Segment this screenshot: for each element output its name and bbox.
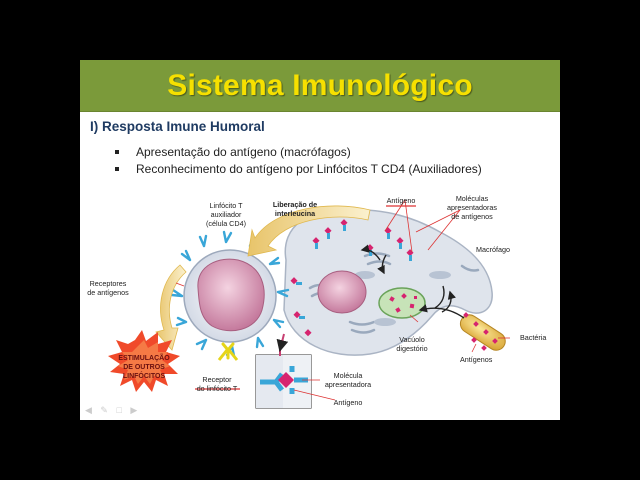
label-antigen-bottom: Antígeno — [334, 398, 363, 407]
stimulation-text: LINFÓCITOS — [123, 371, 166, 380]
leader-lines — [175, 199, 510, 401]
macrophage-nucleus — [317, 270, 367, 314]
lymphocyte-nucleus — [197, 258, 265, 332]
label-bacteria: Bactéria — [520, 333, 546, 342]
label-interleukin: interleucina — [275, 209, 316, 218]
label-t-receptor: do linfócito T — [197, 384, 238, 393]
label-molecules: apresentadoras — [447, 203, 497, 212]
label-vacuole: Vacúolo — [399, 335, 424, 344]
label-antigen-top: Antígeno — [387, 196, 416, 205]
bullet-marker — [115, 167, 119, 171]
label-t-receptor: Receptor — [202, 375, 232, 384]
stimulation-text: DE OUTROS — [123, 364, 165, 371]
slide-title: Sistema Imunológico — [167, 69, 473, 102]
label-vacuole: digestório — [396, 344, 427, 353]
presenting-molecule-stems — [296, 225, 412, 319]
stimulation-arrow — [155, 264, 187, 351]
label-molecules: de antígenos — [451, 212, 493, 221]
burst-inner — [118, 340, 170, 384]
label-interleukin: Liberação de — [273, 200, 317, 209]
label-lymphocyte: auxiliador — [211, 210, 242, 219]
stimulation-text: ESTIMULAÇÃO — [118, 353, 170, 362]
label-receptors: de antígenos — [87, 288, 129, 297]
arrow — [441, 290, 456, 313]
inset-pointer — [276, 333, 289, 352]
label-molecules: Moléculas — [456, 194, 489, 203]
t-cell-receptor-detail — [260, 372, 284, 392]
title-bar: Sistema Imunológico — [80, 60, 560, 112]
digestive-vacuole — [378, 287, 426, 319]
immune-response-diagram: Linfócito T auxiliador (célula CD4) Libe… — [87, 194, 546, 409]
arrow — [377, 254, 387, 275]
section-heading: I) Resposta Imune Humoral — [90, 119, 265, 134]
receptor-mark — [217, 349, 239, 361]
highlighted-receptor — [221, 342, 235, 360]
organelle — [355, 271, 375, 279]
organelle — [429, 271, 451, 279]
label-presenting-molecule: Molécula — [334, 371, 363, 380]
processing-arrows — [360, 244, 445, 309]
slide-nav-controls[interactable]: ◀ ✎ □ ▶ — [85, 405, 141, 415]
interleukin-arrow — [247, 205, 371, 257]
slide: Sistema Imunológico I) Resposta Imune Hu… — [80, 60, 560, 420]
antigen-detail — [278, 372, 294, 388]
bacterium-antigens — [463, 312, 498, 351]
label-presenting-molecule: apresentadora — [325, 380, 371, 389]
label-antigens: Antígenos — [460, 355, 493, 364]
label-lymphocyte: Linfócito T — [209, 201, 243, 210]
bullet-text: Apresentação do antígeno (macrófagos) — [136, 145, 351, 159]
label-macrophage: Macrófago — [476, 245, 510, 254]
bullet-text: Reconhecimento do antígeno por Linfócito… — [136, 162, 482, 176]
phagocytosis-arrow — [418, 304, 465, 319]
label-lymphocyte: (célula CD4) — [206, 219, 246, 228]
label-receptors: Receptores — [90, 279, 127, 288]
bullet-marker — [115, 150, 119, 154]
organelle — [374, 318, 396, 326]
vacuole-antigens — [389, 293, 417, 313]
